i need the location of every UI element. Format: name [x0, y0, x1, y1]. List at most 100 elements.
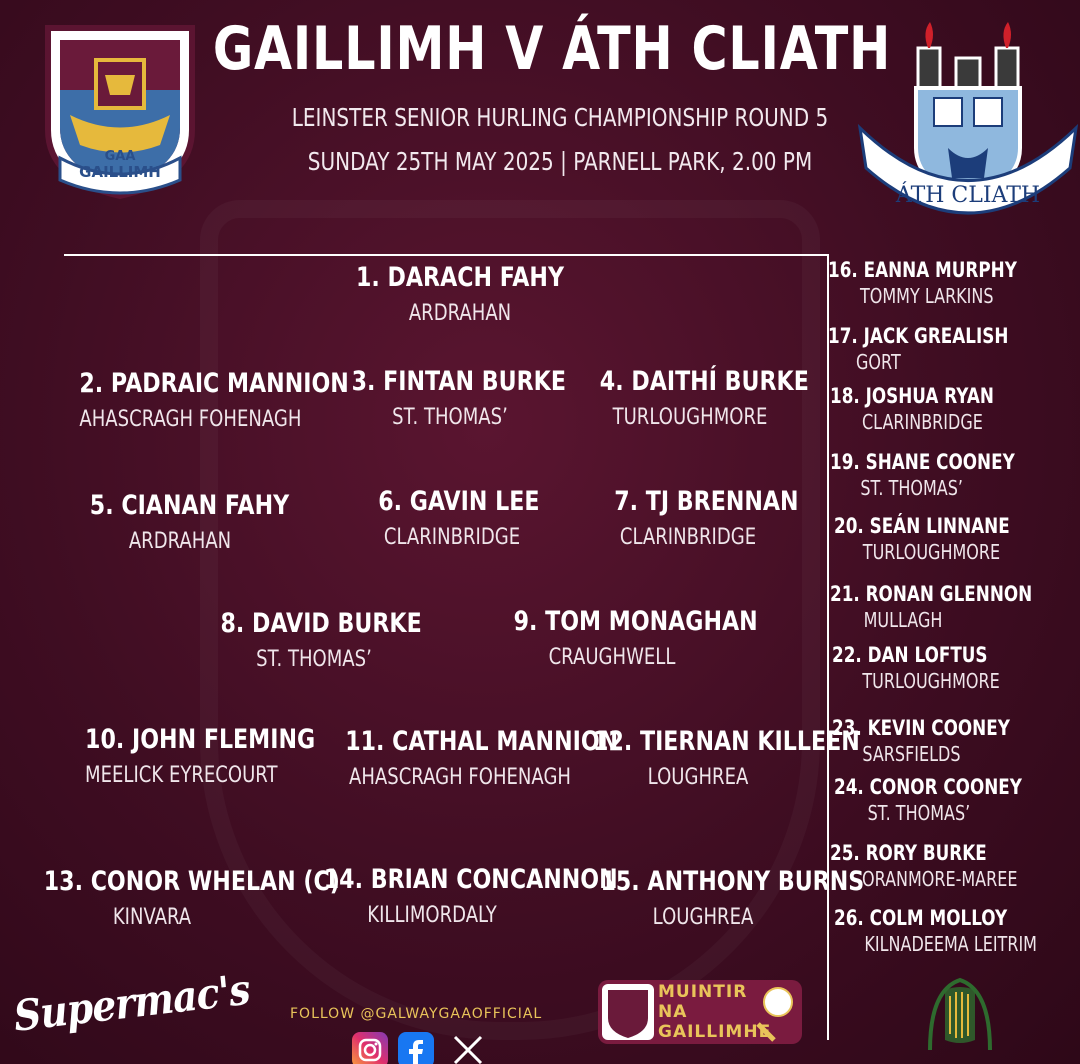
player-15: 15. ANTHONY BURNS LOUGHREA [578, 866, 865, 930]
sub-name: 23. KEVIN COONEY [832, 716, 1010, 740]
player-2: 2. PADRAIC MANNION AHASCRAGH FOHENAGH [56, 368, 349, 432]
sub-name: 19. SHANE COONEY [830, 450, 1015, 474]
player-club: CRAUGHWELL [548, 645, 676, 670]
player-name: 13. CONOR WHELAN (C) [43, 866, 340, 897]
player-club: AHASCRAGH FOHENAGH [348, 765, 572, 790]
match-title: GAILLIMH V ÁTH CLIATH [212, 14, 892, 84]
player-name: 8. DAVID BURKE [220, 608, 422, 639]
player-club: KINVARA [112, 905, 192, 930]
player-name: 10. JOHN FLEMING [85, 724, 316, 755]
player-9: 9. TOM MONAGHAN CRAUGHWELL [492, 606, 758, 670]
sub-24: 24. CONOR COONEY ST. THOMAS’ [834, 775, 1069, 825]
muintir-line-2: NA [658, 1002, 688, 1022]
muintir-text: MUINTIR NA GAILLIMHE [658, 982, 771, 1042]
sub-26: 26. COLM MOLLOY KILNADEEMA LEITRIM [834, 906, 1080, 956]
sub-name: 20. SEÁN LINNANE [834, 514, 1010, 538]
player-club: ST. THOMAS’ [256, 647, 372, 672]
galway-crest-label: GAILLIMH [79, 163, 161, 181]
galway-crest-icon: GAILLIMH GAA [45, 25, 195, 200]
sub-club: MULLAGH [863, 608, 943, 632]
divider-vertical [827, 254, 829, 1040]
sub-club: TURLOUGHMORE [862, 669, 1000, 693]
dublin-crest-icon: ÁTH CLIATH [857, 22, 1079, 215]
player-name: 2. PADRAIC MANNION [79, 368, 349, 399]
instagram-icon[interactable] [352, 1032, 388, 1064]
sub-club: TOMMY LARKINS [860, 284, 994, 308]
sub-name: 26. COLM MOLLOY [834, 906, 1008, 930]
player-name: 4. DAITHÍ BURKE [599, 366, 809, 397]
x-icon[interactable] [450, 1032, 486, 1064]
player-club: ST. THOMAS’ [392, 405, 508, 430]
muintir-line-1: MUINTIR [658, 982, 748, 1002]
player-club: ARDRAHAN [128, 529, 232, 554]
sub-club: SARSFIELDS [862, 742, 961, 766]
competition-name: LEINSTER SENIOR HURLING CHAMPIONSHIP ROU… [291, 103, 829, 132]
player-8: 8. DAVID BURKE ST. THOMAS’ [200, 608, 428, 672]
sub-23: 23. KEVIN COONEY SARSFIELDS [832, 716, 1054, 766]
player-10: 10. JOHN FLEMING MEELICK EYRECOURT [64, 724, 316, 788]
sub-name: 16. EANNA MURPHY [828, 258, 1017, 282]
player-name: 6. GAVIN LEE [378, 486, 540, 517]
player-name: 9. TOM MONAGHAN [513, 606, 758, 637]
player-7: 7. TJ BRENNAN CLARINBRIDGE [598, 486, 799, 550]
divider-horizontal [64, 254, 828, 256]
muintir-line-3: GAILLIMHE [658, 1022, 772, 1042]
sub-club: KILNADEEMA LEITRIM [864, 932, 1037, 956]
dublin-crest-label: ÁTH CLIATH [895, 181, 1040, 208]
facebook-icon[interactable] [398, 1032, 434, 1064]
player-name: 14. BRIAN CONCANNON [323, 864, 618, 895]
sub-club: ORANMORE-MAREE [862, 867, 1018, 891]
sub-name: 21. RONAN GLENNON [830, 582, 1033, 606]
muintir-banner [598, 980, 802, 1044]
sub-18: 18. JOSHUA RYAN CLARINBRIDGE [830, 384, 1035, 434]
player-4: 4. DAITHÍ BURKE TURLOUGHMORE [580, 366, 809, 430]
player-name: 11. CATHAL MANNION [345, 726, 619, 757]
sub-name: 17. JACK GREALISH [828, 324, 1009, 348]
sub-17: 17. JACK GREALISH GORT [828, 324, 1053, 374]
player-club: CLARINBRIDGE [619, 525, 757, 550]
sub-16: 16. EANNA MURPHY TOMMY LARKINS [828, 258, 1064, 308]
gaa-label: GAA [105, 149, 136, 164]
player-1: 1. DARACH FAHY ARDRAHAN [330, 262, 590, 326]
player-club: LOUGHREA [652, 905, 754, 930]
player-name: 5. CIANAN FAHY [89, 490, 290, 521]
player-11: 11. CATHAL MANNION AHASCRAGH FOHENAGH [320, 726, 619, 790]
player-club: CLARINBRIDGE [383, 525, 521, 550]
sub-club: ST. THOMAS’ [867, 801, 971, 825]
player-13: 13. CONOR WHELAN (C) KINVARA [20, 866, 340, 930]
player-club: MEELICK EYRECOURT [85, 763, 278, 788]
follow-handle: FOLLOW @GALWAYGAAOFFICIAL [290, 1006, 543, 1022]
sub-name: 22. DAN LOFTUS [832, 643, 988, 667]
sub-name: 25. RORY BURKE [830, 841, 987, 865]
sub-name: 18. JOSHUA RYAN [830, 384, 994, 408]
player-club: TURLOUGHMORE [612, 405, 768, 430]
sub-25: 25. RORY BURKE ORANMORE-MAREE [830, 841, 1064, 891]
player-name: 1. DARACH FAHY [356, 262, 564, 293]
player-14: 14. BRIAN CONCANNON KILLIMORDALY [300, 864, 618, 928]
leinster-harp-icon [928, 977, 992, 1051]
sub-club: TURLOUGHMORE [862, 540, 1001, 564]
player-name: 15. ANTHONY BURNS [600, 866, 865, 897]
player-club: KILLIMORDALY [367, 903, 497, 928]
player-club: AHASCRAGH FOHENAGH [79, 407, 302, 432]
sub-21: 21. RONAN GLENNON MULLAGH [830, 582, 1080, 632]
sub-club: GORT [856, 350, 901, 374]
sub-19: 19. SHANE COONEY ST. THOMAS’ [830, 450, 1061, 500]
sub-club: ST. THOMAS’ [860, 476, 963, 500]
match-date-venue: SUNDAY 25TH MAY 2025 | PARNELL PARK, 2.0… [307, 147, 813, 176]
player-club: LOUGHREA [647, 765, 749, 790]
player-6: 6. GAVIN LEE CLARINBRIDGE [362, 486, 542, 550]
sub-club: CLARINBRIDGE [862, 410, 983, 434]
player-name: 7. TJ BRENNAN [614, 486, 799, 517]
player-12: 12. TIERNAN KILLEEN LOUGHREA [570, 726, 860, 790]
player-name: 12. TIERNAN KILLEEN [593, 726, 860, 757]
player-name: 3. FINTAN BURKE [351, 366, 566, 397]
player-3: 3. FINTAN BURKE ST. THOMAS’ [330, 366, 570, 430]
player-5: 5. CIANAN FAHY ARDRAHAN [70, 490, 290, 554]
sub-20: 20. SEÁN LINNANE TURLOUGHMORE [834, 514, 1054, 564]
player-club: ARDRAHAN [408, 301, 512, 326]
sub-22: 22. DAN LOFTUS TURLOUGHMORE [832, 643, 1042, 693]
sub-name: 24. CONOR COONEY [834, 775, 1022, 799]
supermacs-logo: Supermac's [11, 964, 252, 1041]
